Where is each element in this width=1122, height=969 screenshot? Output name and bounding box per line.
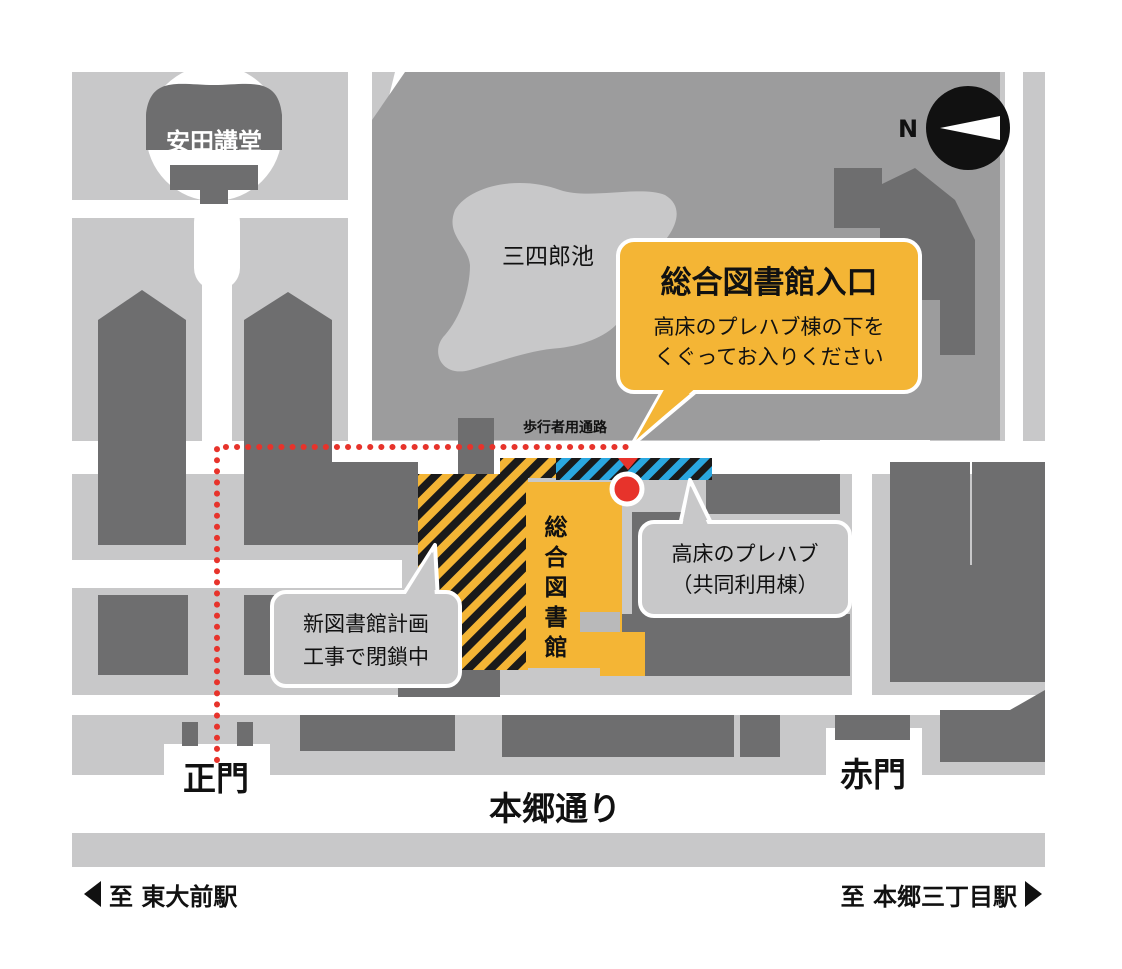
north-label: N xyxy=(898,115,918,143)
compass-north-icon xyxy=(926,86,1010,170)
arrow-right-icon xyxy=(1025,881,1042,907)
construction-callout: 新図書館計画 工事で閉鎖中 xyxy=(270,543,462,688)
construction-callout-line2: 工事で閉鎖中 xyxy=(303,645,429,669)
main-gate-label: 正門 xyxy=(183,759,249,798)
library-vertical-label: 総 合 図 書 館 xyxy=(545,514,569,661)
bottom-band xyxy=(72,833,1045,867)
prefab-callout-line2: （共同利用棟） xyxy=(672,573,819,597)
street-label: 本郷通り xyxy=(489,789,621,828)
entrance-callout-line2: くぐってお入りください xyxy=(654,345,883,369)
yasuda-auditorium xyxy=(146,65,282,204)
arrow-left-icon xyxy=(84,881,101,907)
walkway-label: 歩行者用通路 xyxy=(523,419,608,436)
direction-right: 至 本郷三丁目駅 xyxy=(841,876,1042,912)
library-char-1: 総 xyxy=(545,514,568,541)
entrance-callout-line1: 高床のプレハブ棟の下を xyxy=(654,315,885,339)
prefab-callout-line1: 高床のプレハブ xyxy=(672,542,819,566)
library-char-3: 図 xyxy=(545,575,568,601)
buildings xyxy=(98,168,1045,762)
library-char-5: 館 xyxy=(545,634,568,661)
direction-left-label: 至 東大前駅 xyxy=(109,882,238,911)
construction-area-top xyxy=(500,458,560,478)
sanshiro-pond xyxy=(438,182,677,372)
red-gate-label: 赤門 xyxy=(840,755,906,794)
walking-route xyxy=(214,444,633,763)
entrance-callout-title: 総合図書館入口 xyxy=(661,265,878,301)
prefab-building xyxy=(556,458,712,480)
prefab-callout: 高床のプレハブ （共同利用棟） xyxy=(638,478,852,618)
library-char-4: 書 xyxy=(545,604,568,631)
construction-callout-line1: 新図書館計画 xyxy=(303,612,429,636)
direction-right-label: 至 本郷三丁目駅 xyxy=(840,882,1017,911)
entrance-marker-icon xyxy=(609,471,645,507)
yasuda-label: 安田講堂 xyxy=(166,128,262,156)
direction-left: 至 東大前駅 xyxy=(84,876,237,912)
pond-label: 三四郎池 xyxy=(502,244,594,270)
library-char-2: 合 xyxy=(545,544,569,571)
entrance-arrow-icon xyxy=(618,458,638,470)
entrance-callout: 総合図書館入口 高床のプレハブ棟の下を くぐってお入りください xyxy=(616,238,922,447)
